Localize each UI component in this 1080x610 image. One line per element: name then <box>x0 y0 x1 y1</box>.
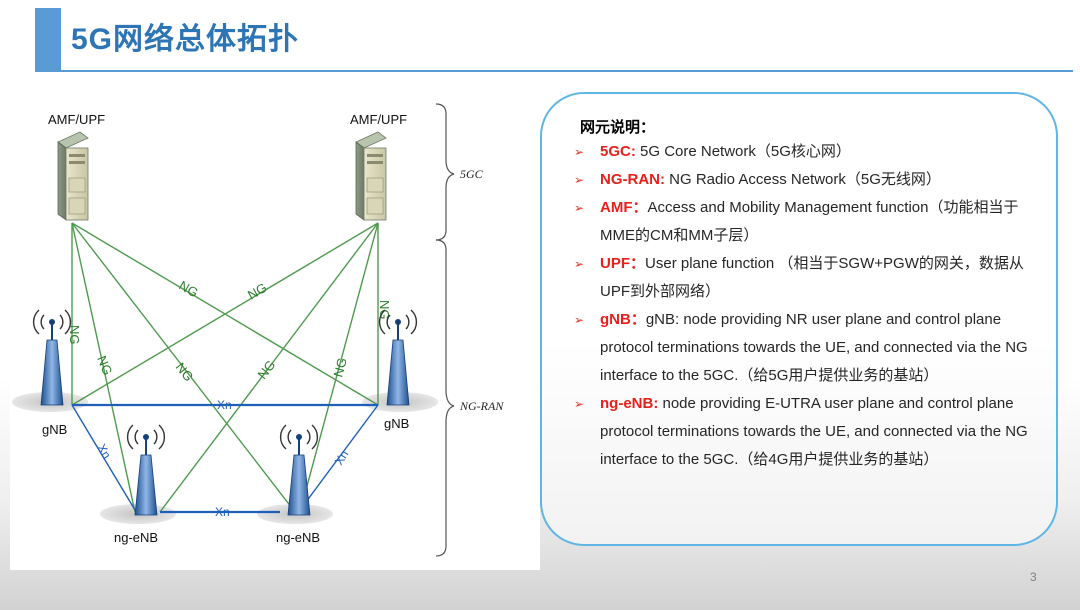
info-term: UPF： <box>600 255 646 272</box>
ng-link-amf-right-ngenb-left <box>159 222 379 513</box>
arrow-bullet-icon: ➢ <box>574 145 585 159</box>
info-item: ➢ ng-eNB: node providing E-UTRA user plan… <box>574 390 1044 474</box>
info-list: ➢ 5GC: 5G Core Network（5G核心网） ➢ NG-RAN: NG… <box>574 138 1044 474</box>
ng-link-amf-right-ngenb-right <box>299 222 379 513</box>
arrow-bullet-icon: ➢ <box>574 257 585 271</box>
title-underline <box>35 70 1073 72</box>
arrow-bullet-icon: ➢ <box>574 397 585 411</box>
info-item: ➢ gNB：gNB: node providing NR user plane a… <box>574 306 1044 390</box>
info-title: 网元说明： <box>580 119 656 136</box>
xn-label: Xn <box>332 448 352 468</box>
info-desc: gNB: node providing NR user plane and co… <box>600 311 1028 384</box>
info-desc: Access and Mobility Management function（… <box>600 199 1019 244</box>
info-item: ➢ 5GC: 5G Core Network（5G核心网） <box>574 138 1044 166</box>
xn-label: Xn <box>94 442 113 462</box>
info-desc: User plane function （相当于SGW+PGW的网关，数据从UP… <box>600 255 1024 300</box>
xn-link-gnb-left-ngenb-left <box>71 404 136 511</box>
info-desc: node providing E-UTRA user plane and con… <box>600 395 1028 468</box>
arrow-bullet-icon: ➢ <box>574 201 585 215</box>
ng-link-amf-left-ngenb-left <box>71 222 136 513</box>
info-desc: NG Radio Access Network（5G无线网） <box>665 171 941 188</box>
info-box: 网元说明： ➢ 5GC: 5G Core Network（5G核心网） ➢ NG-R… <box>540 92 1058 546</box>
antenna-icon <box>279 424 319 516</box>
xn-link-gnb-right-ngenb-right <box>299 404 379 511</box>
title-accent-bar <box>35 8 61 70</box>
info-desc: 5G Core Network（5G核心网） <box>635 143 851 160</box>
brace-5gc-label: 5GC <box>460 167 484 181</box>
amf-upf-left-label: AMF/UPF <box>48 112 105 127</box>
brace-ng-ran-label: NG-RAN <box>459 399 504 413</box>
xn-label: Xn <box>215 505 230 519</box>
page-number: 3 <box>1030 570 1037 584</box>
arrow-bullet-icon: ➢ <box>574 313 585 327</box>
amf-upf-right-label: AMF/UPF <box>350 112 407 127</box>
antenna-icon <box>378 309 418 406</box>
xn-label: Xn <box>217 398 232 412</box>
arrow-bullet-icon: ➢ <box>574 173 585 187</box>
info-term: 5GC: <box>600 143 636 160</box>
brace-5gc <box>435 103 455 241</box>
info-term: NG-RAN: <box>600 171 665 188</box>
ng-label: NG <box>94 354 115 378</box>
brace-ng-ran <box>435 239 455 557</box>
gnb-left-label: gNB <box>42 422 67 437</box>
ng-link-amf-right-gnb-left <box>71 222 379 406</box>
ngenb-left-label: ng-eNB <box>114 530 158 545</box>
ng-link-amf-left-ngenb-right <box>71 222 296 513</box>
info-item: ➢ NG-RAN: NG Radio Access Network（5G无线网） <box>574 166 1044 194</box>
info-item: ➢ UPF：User plane function （相当于SGW+PGW的网关，… <box>574 250 1044 306</box>
antenna-icon <box>32 309 72 406</box>
ngenb-right-label: ng-eNB <box>276 530 320 545</box>
server-icon <box>57 131 89 221</box>
diagram-background <box>10 98 540 570</box>
slide-title: 5G网络总体拓扑 <box>71 23 300 56</box>
ng-label: NG <box>67 325 82 345</box>
topology-diagram: NG NG NG NG NG NG NG NG Xn Xn Xn Xn <box>0 90 540 570</box>
gnb-right-label: gNB <box>384 416 409 431</box>
topology-svg: NG NG NG NG NG NG NG NG Xn Xn Xn Xn <box>10 98 540 570</box>
server-icon <box>355 131 387 221</box>
info-term: gNB： <box>600 311 646 328</box>
ng-label: NG <box>330 356 350 379</box>
antenna-icon <box>126 424 166 516</box>
info-term: AMF： <box>600 199 648 216</box>
info-item: ➢ AMF：Access and Mobility Management func… <box>574 194 1044 250</box>
info-term: ng-eNB: <box>600 395 659 412</box>
